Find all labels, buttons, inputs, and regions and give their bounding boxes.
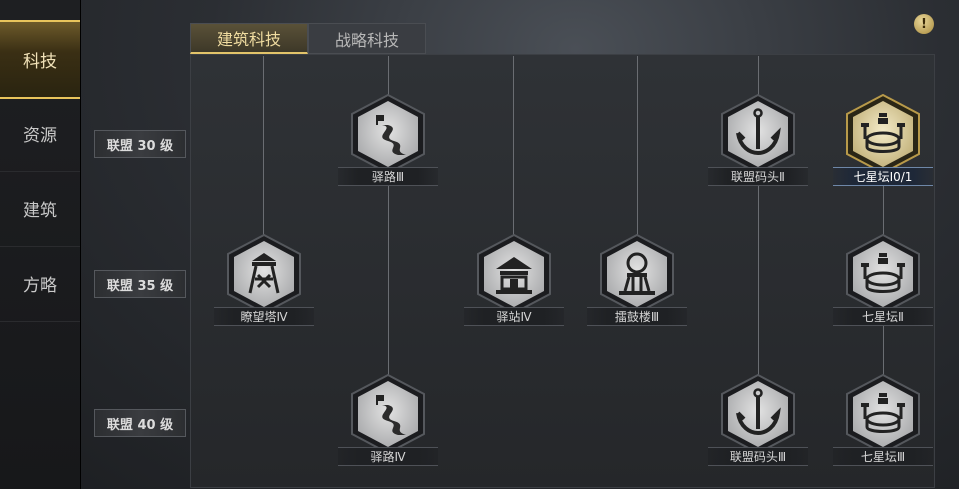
tech-node-label: 擂鼓楼Ⅲ [587, 307, 687, 326]
sidebar-item-label: 建筑 [23, 201, 57, 221]
drum-tower-icon [619, 252, 655, 295]
connector-line [883, 326, 884, 376]
tab-label: 战略科技 [334, 30, 399, 50]
info-icon[interactable]: ! [914, 14, 934, 34]
sidebar-item-strategy[interactable]: 方略 [0, 246, 80, 322]
level-label-text: 联盟 30 级 [106, 138, 174, 154]
watchtower-icon [248, 253, 280, 294]
tab-strategy-tech[interactable]: 战略科技 [308, 23, 426, 54]
tech-node-label: 联盟码头Ⅲ [708, 447, 808, 466]
station-icon [496, 257, 532, 294]
connector-line [388, 186, 389, 376]
tech-node-drum-tower-3[interactable]: 擂鼓楼Ⅲ [585, 234, 689, 330]
connector-line [388, 56, 389, 96]
connector-line [758, 56, 759, 96]
level-label-30: 联盟 30 级 [94, 130, 186, 158]
tech-node-label: 驿路Ⅳ [338, 447, 438, 466]
anchor-icon [736, 388, 781, 436]
tech-node-label: 驿路Ⅲ [338, 167, 438, 186]
level-label-35: 联盟 35 级 [94, 270, 186, 298]
tech-node-road-4[interactable]: 驿路Ⅳ [336, 374, 440, 470]
hex-frame [227, 234, 301, 314]
level-label-40: 联盟 40 级 [94, 409, 186, 437]
tech-node-label: 瞭望塔Ⅳ [214, 307, 314, 326]
tech-node-seven-star-altar-2[interactable]: 七星坛Ⅱ [831, 234, 935, 330]
altar-icon [861, 393, 905, 433]
sidebar-item-label: 方略 [23, 276, 57, 296]
tech-node-label: 驿站Ⅳ [464, 307, 564, 326]
tech-node-label: 七星坛Ⅱ [833, 307, 933, 326]
sidebar-item-tech[interactable]: 科技 [0, 20, 80, 99]
tech-node-alliance-dock-3[interactable]: 联盟码头Ⅲ [706, 374, 810, 470]
connector-line [758, 186, 759, 376]
road-icon [376, 115, 406, 155]
tab-label: 建筑科技 [216, 30, 281, 49]
altar-icon [861, 113, 905, 153]
connector-line [637, 56, 638, 236]
anchor-icon [736, 108, 781, 156]
level-label-text: 联盟 40 级 [106, 417, 174, 433]
altar-icon [861, 253, 905, 293]
road-icon [376, 395, 406, 435]
tech-node-station-4[interactable]: 驿站Ⅳ [462, 234, 566, 330]
connector-line [883, 186, 884, 236]
tab-building-tech[interactable]: 建筑科技 [190, 23, 308, 54]
tech-node-seven-star-altar-1[interactable]: 七星坛Ⅰ0/1 [831, 94, 935, 190]
tech-node-seven-star-altar-3[interactable]: 七星坛Ⅲ [831, 374, 935, 470]
tab-bar: 建筑科技 战略科技 [190, 23, 426, 54]
connector-line [263, 56, 264, 236]
info-icon-glyph: ! [921, 16, 927, 32]
tech-node-label: 七星坛Ⅲ [833, 447, 933, 466]
connector-line [513, 56, 514, 236]
tech-node-watchtower-4[interactable]: 瞭望塔Ⅳ [212, 234, 316, 330]
sidebar-item-label: 科技 [23, 52, 57, 72]
tech-node-road-3[interactable]: 驿路Ⅲ [336, 94, 440, 190]
sidebar-item-buildings[interactable]: 建筑 [0, 171, 80, 247]
sidebar: 科技 资源 建筑 方略 [0, 0, 81, 489]
tech-node-label: 七星坛Ⅰ0/1 [833, 167, 933, 186]
sidebar-item-label: 资源 [23, 126, 57, 146]
level-label-text: 联盟 35 级 [106, 278, 174, 294]
sidebar-item-resources[interactable]: 资源 [0, 96, 80, 172]
tech-tree-panel [190, 54, 935, 488]
tech-node-label: 联盟码头Ⅱ [708, 167, 808, 186]
tech-node-alliance-dock-2[interactable]: 联盟码头Ⅱ [706, 94, 810, 190]
